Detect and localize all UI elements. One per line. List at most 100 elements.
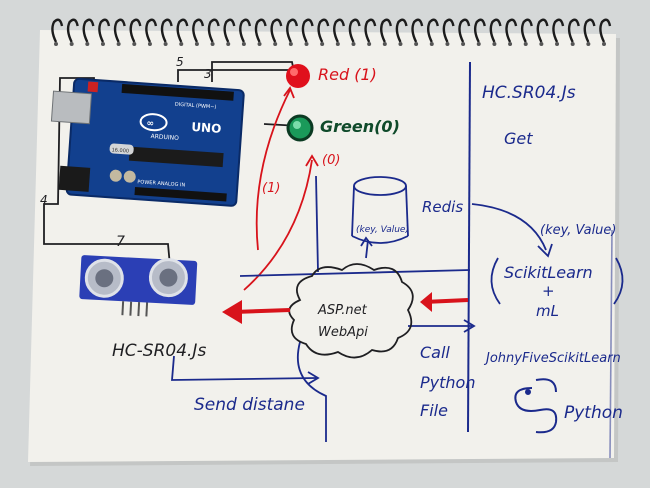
ring-hole <box>163 42 168 46</box>
spiral-ring <box>505 18 518 43</box>
pin-label-3: 3 <box>204 67 212 81</box>
arduino-uno-board: ∞ UNO ARDUINO 16.000 DIGITAL (PWM~) POWE… <box>50 77 245 207</box>
ring-hole <box>476 42 481 46</box>
ring-hole <box>100 42 105 46</box>
ring-hole <box>273 42 278 46</box>
ring-hole <box>194 42 199 46</box>
spiral-ring <box>552 18 565 43</box>
ring-hole <box>570 42 575 46</box>
key-value-label: (key, Value) <box>540 223 617 238</box>
scikit-learn-label: ScikitLearn <box>504 263 593 282</box>
red-led <box>286 64 310 88</box>
cloud-label-line1: ASP.net <box>317 303 368 318</box>
spiral-ring <box>473 18 486 43</box>
spiral-ring <box>301 18 314 43</box>
spiral-ring <box>426 18 439 43</box>
spiral-ring <box>599 18 612 43</box>
ring-hole <box>288 42 293 46</box>
ring-hole <box>257 42 262 46</box>
wiring <box>43 61 301 267</box>
pin-label-4: 4 <box>40 193 48 207</box>
spiral-ring <box>520 18 533 43</box>
plus-label: + <box>542 282 555 300</box>
spiral-ring <box>192 18 205 43</box>
red-bold-arrows <box>222 292 469 324</box>
ring-hole <box>602 42 606 46</box>
red-led-label: Red (1) <box>318 65 377 84</box>
ring-hole <box>461 42 466 46</box>
board-top-label: DIGITAL (PWM~) <box>175 102 217 111</box>
spiral-ring <box>286 18 299 43</box>
spiral-ring <box>145 18 158 43</box>
spiral-ring <box>207 18 220 43</box>
board-brand-label: ARDUINO <box>150 133 179 142</box>
ring-hole <box>304 42 309 46</box>
spiral-ring <box>395 18 408 43</box>
ring-hole <box>523 42 528 46</box>
crystal-label: 16.000 <box>111 147 129 154</box>
python-logo-icon <box>514 378 558 434</box>
ring-hole <box>508 42 513 46</box>
svg-text:∞: ∞ <box>146 119 154 129</box>
spiral-ring <box>583 18 596 43</box>
blue-flow-lines <box>171 175 553 442</box>
ring-hole <box>132 42 137 46</box>
python-label-mid: Python <box>420 373 475 392</box>
ring-hole <box>179 42 184 46</box>
ring-hole <box>492 42 497 46</box>
spiral-ring <box>567 18 580 43</box>
ring-hole <box>85 42 90 46</box>
spiral-ring <box>333 18 346 43</box>
right-divider-line <box>467 61 471 433</box>
signal-arrows <box>243 86 319 291</box>
spiral-ring <box>348 18 361 43</box>
ring-hole <box>226 42 231 46</box>
ring-hole <box>398 42 403 46</box>
spiral-ring <box>176 18 189 43</box>
ring-hole <box>586 42 591 46</box>
ring-hole <box>116 42 121 46</box>
ring-hole <box>429 42 434 46</box>
send-distance-label: Send distane <box>194 395 305 415</box>
spiral-ring <box>380 18 392 43</box>
ring-hole <box>367 42 372 46</box>
spiral-ring <box>411 18 424 43</box>
spiral-binding <box>51 18 612 46</box>
ml-label: mL <box>536 302 559 320</box>
spiral-ring <box>489 18 502 43</box>
spiral-ring <box>160 18 173 43</box>
ring-hole <box>382 42 387 46</box>
spiral-ring <box>254 18 267 43</box>
spiral-ring <box>82 18 95 43</box>
ring-hole <box>414 42 419 46</box>
green-led-label: Green(0) <box>320 117 400 136</box>
redis-contents-label: (key, Value) <box>356 225 409 235</box>
spiral-ring <box>66 18 79 43</box>
ring-hole <box>555 42 560 46</box>
ring-hole <box>241 42 246 46</box>
ring-hole <box>69 42 74 46</box>
spiral-ring <box>239 18 252 43</box>
cloud-label-line2: WebApi <box>318 325 368 340</box>
spiral-ring <box>98 18 111 43</box>
python-label-right: Python <box>564 403 623 423</box>
ring-hole <box>54 42 58 46</box>
hc-module-left-label: HC-SR04.Js <box>112 341 206 361</box>
board-bottom-label: POWER ANALOG IN <box>137 179 185 188</box>
spiral-ring <box>270 18 283 43</box>
spiral-ring <box>442 18 455 43</box>
call-label: Call <box>420 343 450 362</box>
spiral-ring <box>364 18 377 43</box>
green-led <box>286 114 314 142</box>
get-label: Get <box>504 129 533 148</box>
ring-hole <box>210 42 215 46</box>
spiral-ring <box>317 18 330 43</box>
file-label: File <box>420 401 448 420</box>
hc-module-right-label: HC.SR04.Js <box>482 83 576 103</box>
ring-hole <box>539 42 544 46</box>
spiral-ring <box>458 18 471 43</box>
spiral-ring <box>536 18 549 43</box>
ring-hole <box>445 42 450 46</box>
pin-label-5: 5 <box>176 55 184 69</box>
